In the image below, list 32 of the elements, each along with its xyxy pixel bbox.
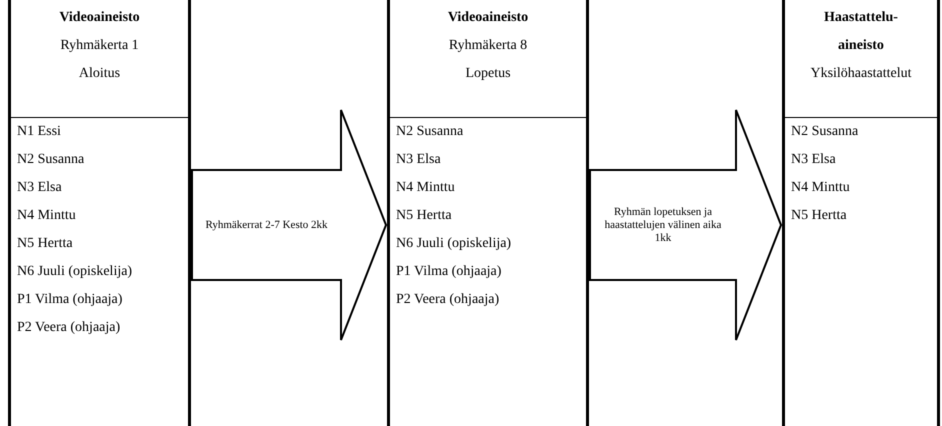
participant-item: N1 Essi — [16, 123, 62, 141]
participant-item: N6 Juuli (opiskelija) — [395, 235, 512, 253]
block-arrow — [191, 109, 388, 341]
participant-item: N4 Minttu — [16, 207, 77, 225]
edge-label: Ryhmäkerrat 2-7 Kesto 2kk — [203, 218, 330, 232]
column-heading: Videoaineisto — [446, 9, 530, 27]
data-column — [782, 0, 940, 426]
participant-item: P2 Veera (ohjaaja) — [395, 291, 500, 309]
participant-item: N3 Elsa — [16, 179, 63, 197]
column-heading: Haastattelu-aineisto — [823, 9, 899, 55]
participant-item: P1 Vilma (ohjaaja) — [395, 263, 502, 281]
column-heading: Videoaineisto — [58, 9, 141, 27]
participant-item: N4 Minttu — [790, 179, 851, 197]
column-subheading: Aloitus — [78, 65, 122, 83]
participant-item: N5 Hertta — [16, 235, 74, 253]
participant-item: N2 Susanna — [395, 123, 464, 141]
participant-item: N3 Elsa — [790, 151, 837, 169]
participant-item: N3 Elsa — [395, 151, 442, 169]
participant-item: N2 Susanna — [790, 123, 860, 141]
data-column — [8, 0, 191, 426]
column-subheading: Yksilöhaastattelut — [809, 65, 913, 83]
column-subheading: Ryhmäkerta 1 — [59, 37, 140, 55]
participant-item: N5 Hertta — [790, 207, 848, 225]
participant-item: P2 Veera (ohjaaja) — [16, 319, 122, 337]
participant-item: N5 Hertta — [395, 207, 453, 225]
column-subheading: Ryhmäkerta 8 — [448, 37, 528, 55]
participant-item: N2 Susanna — [16, 151, 86, 169]
participant-item: N4 Minttu — [395, 179, 456, 197]
column-subheading: Lopetus — [464, 65, 512, 83]
participant-item: P1 Vilma (ohjaaja) — [16, 291, 124, 309]
participant-item: N6 Juuli (opiskelija) — [16, 263, 134, 281]
data-column — [387, 0, 589, 426]
